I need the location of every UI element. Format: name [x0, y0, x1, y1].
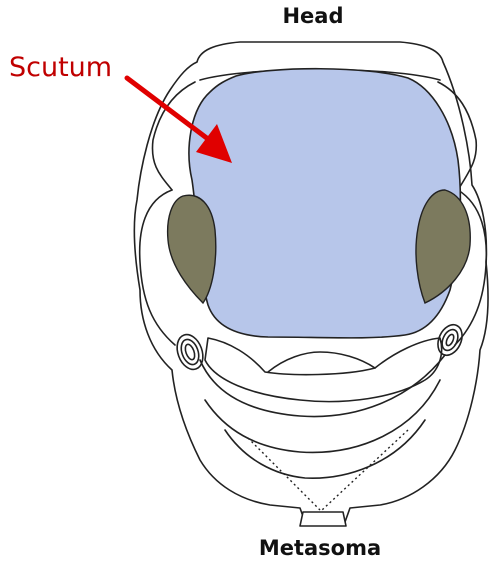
head-label: Head [0, 4, 495, 28]
petiole-attachment [300, 512, 346, 526]
scutum-region [189, 69, 460, 338]
metasoma-label: Metasoma [0, 536, 495, 560]
scutum-label: Scutum [9, 52, 112, 83]
